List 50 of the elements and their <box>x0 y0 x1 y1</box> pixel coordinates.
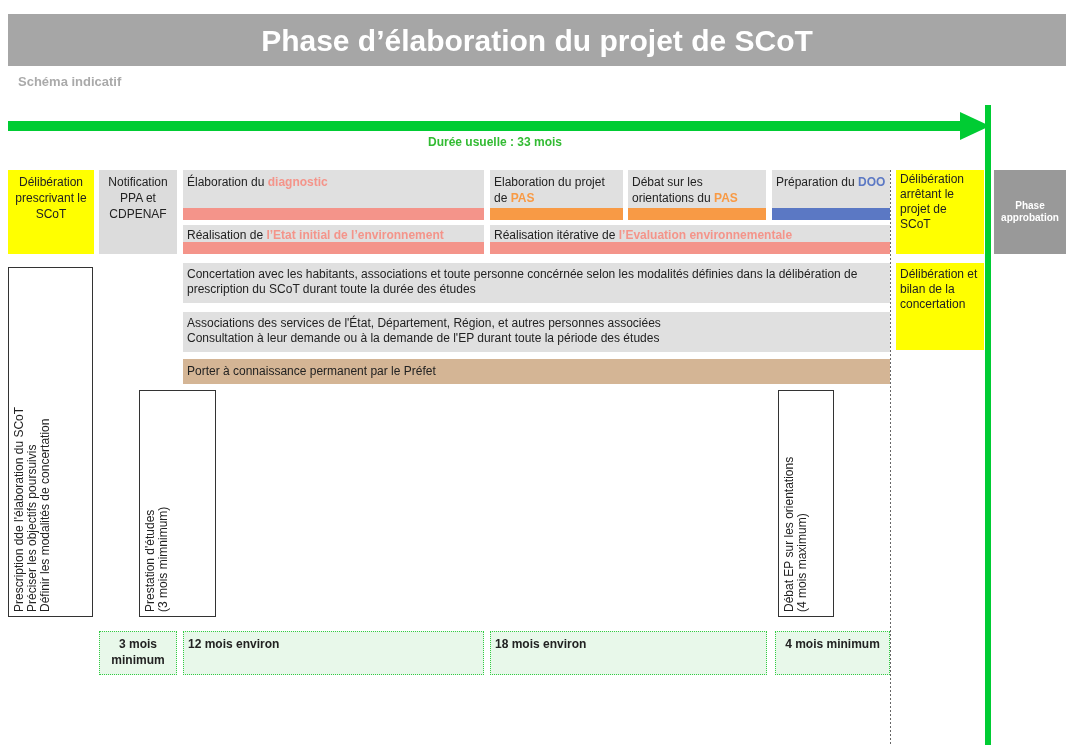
phase-box <box>490 170 623 220</box>
step-box <box>778 390 834 617</box>
process-box <box>183 263 890 303</box>
duration-box <box>99 631 177 675</box>
phase-box <box>490 225 890 254</box>
box-text: Débat EP sur les orientations <box>783 455 796 612</box>
box-text: Élaboration du diagnostic <box>187 174 329 190</box>
box-text: Concertation avec les habitants, associations et toute personne concérnée selon les modalités définies dans la délibération de prescription du SCoT durant toute la durée des études <box>187 267 859 297</box>
box-text: Consultation à leur demande ou à la demande de l'EP durant toute la période des études <box>187 331 661 346</box>
duration-label: Durée usuelle : 33 mois <box>426 134 564 151</box>
process-box <box>183 312 890 352</box>
box-text: Préparation du DOO <box>776 174 886 190</box>
box-text: Réalisation de l’Etat initial de l’environnement <box>187 227 445 243</box>
subtitle: Schéma indicatif <box>18 73 122 91</box>
box-text: Porter à connaissance permanent par le Préfet <box>187 364 437 379</box>
duration-box <box>490 631 767 675</box>
box-text: Réalisation itérative de l’Evaluation environnementale <box>494 227 794 243</box>
duration-box <box>183 631 484 675</box>
box-text: Notification PPA et CDPENAF <box>107 174 169 222</box>
box-text: Délibération et bilan de la concertation <box>900 267 979 312</box>
title-banner: Phase d’élaboration du projet de SCoT <box>8 14 1066 66</box>
step-box <box>139 390 216 617</box>
step-box <box>8 267 93 617</box>
deliberation-box <box>8 170 94 254</box>
box-text: Associations des services de l'État, Département, Région, et autres personnes associées <box>187 316 662 331</box>
box-text: Prescription dde l'élaboration du SCoT <box>13 405 26 612</box>
notification-box <box>99 170 177 254</box>
box-text: Phase approbation <box>1000 200 1060 224</box>
box-text: Prestation d'études <box>144 508 157 612</box>
phase-box <box>628 170 766 220</box>
phase-box <box>772 170 890 220</box>
box-text: (4 mois maximum) <box>796 512 809 612</box>
box-text: Délibération arrêtant le projet de SCoT <box>900 172 966 232</box>
phase-box <box>183 225 484 254</box>
deliberation-box <box>896 263 984 350</box>
box-text: 4 mois minimum <box>784 636 881 652</box>
box-text: Débat sur les orientations du PAS <box>632 174 739 206</box>
approval-phase-box <box>994 170 1066 254</box>
box-text: Délibération prescrivant le SCoT <box>14 174 88 222</box>
box-text: 3 mois minimum <box>110 636 166 668</box>
box-text: (3 mois mimnimum) <box>157 505 170 612</box>
box-text: Préciser les objectifs poursuivis <box>26 443 39 612</box>
deliberation-box <box>896 170 984 254</box>
box-text: Elaboration du projet de PAS <box>494 174 606 206</box>
duration-box <box>775 631 890 675</box>
process-box <box>183 359 890 384</box>
phase-box <box>183 170 484 220</box>
box-text: 12 mois environ <box>188 636 281 652</box>
box-text: 18 mois environ <box>495 636 588 652</box>
box-text: Définir les modalités de concertation <box>39 417 52 612</box>
